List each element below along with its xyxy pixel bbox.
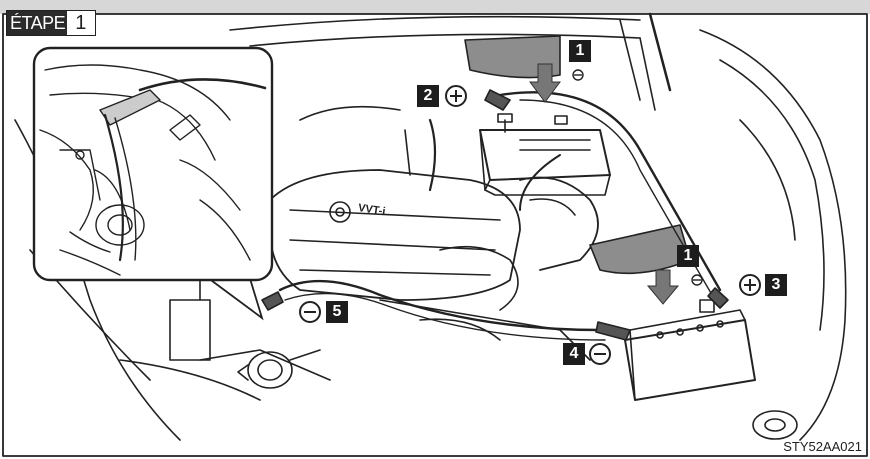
- callout-2: 2: [417, 85, 439, 107]
- callout-1-top: 1: [569, 40, 591, 62]
- callout-4: 4: [563, 343, 585, 365]
- stage-word: ÉTAPE: [7, 11, 68, 35]
- callout-1-bottom: 1: [677, 245, 699, 267]
- down-arrow-icon: [646, 269, 680, 305]
- stage-number: 1: [75, 12, 87, 34]
- plus-sign-icon: [445, 85, 467, 107]
- detail-inset: [32, 46, 274, 321]
- outer-border: [2, 13, 868, 457]
- plus-sign-icon: [739, 274, 761, 296]
- reference-code: STY52AA021: [783, 439, 862, 454]
- callout-5: 5: [326, 301, 348, 323]
- minus-sign-icon: [299, 301, 321, 323]
- stage-label: ÉTAPE 1: [6, 10, 96, 36]
- screw-icon: [572, 69, 584, 81]
- down-arrow-icon: [529, 63, 561, 103]
- minus-sign-icon: [589, 343, 611, 365]
- callout-3: 3: [765, 274, 787, 296]
- screw-icon: [691, 274, 703, 286]
- header-bar: [0, 0, 870, 14]
